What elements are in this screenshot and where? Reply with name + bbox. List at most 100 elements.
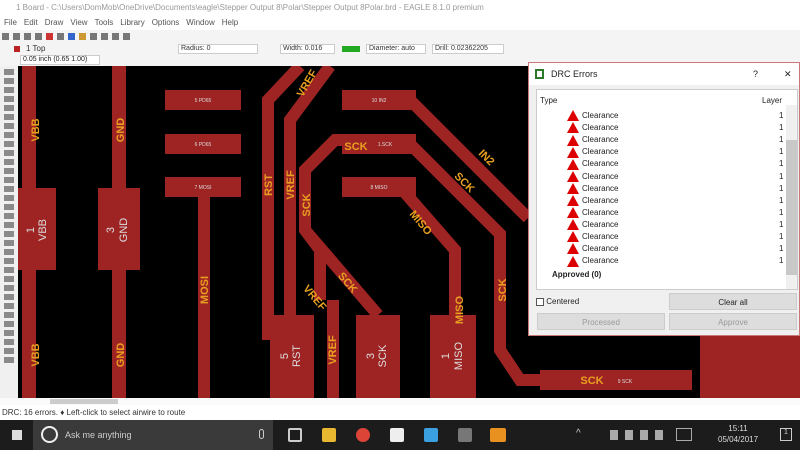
approved-group[interactable]: Approved (0) bbox=[552, 270, 602, 279]
menu-draw[interactable]: Draw bbox=[44, 18, 64, 27]
tool-icon[interactable] bbox=[4, 213, 14, 219]
eagle-taskbar-icon[interactable] bbox=[490, 428, 506, 442]
cortana-search-box[interactable]: Ask me anything bbox=[33, 420, 273, 450]
pad-7[interactable] bbox=[165, 177, 241, 197]
tool-icon[interactable] bbox=[4, 339, 14, 345]
diameter-field[interactable]: Diameter: auto bbox=[366, 44, 426, 54]
tool-icon[interactable] bbox=[123, 33, 130, 40]
help-button[interactable]: ? bbox=[753, 69, 759, 79]
component-pad-vbb[interactable] bbox=[18, 188, 56, 270]
tool-icon[interactable] bbox=[24, 33, 31, 40]
component-pad-gnd[interactable] bbox=[98, 188, 140, 270]
via-shape-icon[interactable] bbox=[342, 46, 360, 52]
pad-9[interactable] bbox=[342, 134, 416, 154]
approve-button[interactable]: Approve bbox=[669, 313, 797, 330]
tool-icon[interactable] bbox=[2, 33, 9, 40]
store-icon[interactable] bbox=[390, 428, 404, 442]
tool-icon[interactable] bbox=[4, 159, 14, 165]
checkbox-box[interactable] bbox=[536, 297, 544, 306]
menu-view[interactable]: View bbox=[70, 18, 88, 27]
scrollbar[interactable] bbox=[786, 105, 797, 289]
scrollbar-thumb[interactable] bbox=[786, 140, 797, 275]
tool-icon[interactable] bbox=[4, 249, 14, 255]
app-icon[interactable] bbox=[424, 428, 438, 442]
app-icon[interactable] bbox=[458, 428, 472, 442]
tool-icon[interactable] bbox=[4, 186, 14, 192]
chrome-icon[interactable] bbox=[356, 428, 370, 442]
tool-icon[interactable] bbox=[4, 357, 14, 363]
layer-select[interactable]: 1 Top bbox=[26, 44, 46, 53]
keyboard-icon[interactable] bbox=[676, 428, 692, 441]
clock[interactable]: 15:11 05/04/2017 bbox=[718, 423, 758, 445]
tool-icon[interactable] bbox=[4, 204, 14, 210]
menu-edit[interactable]: Edit bbox=[23, 18, 38, 27]
tool-icon[interactable] bbox=[4, 276, 14, 282]
close-button[interactable]: ✕ bbox=[784, 69, 792, 79]
trace-sck-diag[interactable] bbox=[300, 226, 383, 319]
tool-icon[interactable] bbox=[112, 33, 119, 40]
tool-icon[interactable] bbox=[90, 33, 97, 40]
component-pad-miso[interactable] bbox=[430, 315, 476, 398]
chevron-up-icon[interactable]: ^ bbox=[576, 428, 581, 439]
tool-icon[interactable] bbox=[4, 294, 14, 300]
scrollbar-thumb[interactable] bbox=[50, 399, 118, 404]
tool-icon[interactable] bbox=[4, 150, 14, 156]
drill-field[interactable]: Drill: 0.02362205 bbox=[432, 44, 504, 54]
tool-icon[interactable] bbox=[4, 231, 14, 237]
menu-library[interactable]: Library bbox=[120, 18, 145, 27]
menu-window[interactable]: Window bbox=[186, 18, 215, 27]
file-explorer-icon[interactable] bbox=[322, 428, 336, 442]
tool-icon[interactable] bbox=[68, 33, 75, 40]
tool-icon[interactable] bbox=[101, 33, 108, 40]
processed-button[interactable]: Processed bbox=[537, 313, 665, 330]
tool-icon[interactable] bbox=[79, 33, 86, 40]
clear-all-button[interactable]: Clear all bbox=[669, 293, 797, 310]
tool-icon[interactable] bbox=[4, 240, 14, 246]
trace-vref[interactable] bbox=[284, 66, 335, 340]
tool-icon[interactable] bbox=[57, 33, 64, 40]
trace-rst[interactable] bbox=[262, 66, 305, 340]
tool-icon[interactable] bbox=[4, 69, 14, 75]
menu-help[interactable]: Help bbox=[221, 18, 239, 27]
tool-icon[interactable] bbox=[4, 330, 14, 336]
tray-icons[interactable] bbox=[610, 430, 670, 440]
tool-icon[interactable] bbox=[4, 87, 14, 93]
windows-start-icon[interactable] bbox=[12, 430, 22, 440]
dialog-titlebar[interactable]: DRC Errors ? ✕ bbox=[529, 63, 799, 85]
tool-icon[interactable] bbox=[13, 33, 20, 40]
component-pad-sck[interactable] bbox=[356, 315, 400, 398]
tool-icon[interactable] bbox=[4, 96, 14, 102]
tool-icon[interactable] bbox=[46, 33, 53, 40]
tool-icon[interactable] bbox=[4, 123, 14, 129]
centered-checkbox[interactable]: Centered bbox=[536, 296, 579, 308]
radius-field[interactable]: Radius: 0 bbox=[178, 44, 258, 54]
microphone-icon[interactable] bbox=[259, 429, 264, 439]
menu-tools[interactable]: Tools bbox=[94, 18, 114, 27]
tool-icon[interactable] bbox=[4, 258, 14, 264]
pad-right[interactable] bbox=[700, 335, 800, 398]
width-field[interactable]: Width: 0.016 bbox=[280, 44, 335, 54]
trace-sck-left[interactable] bbox=[299, 134, 360, 300]
tool-icon[interactable] bbox=[4, 114, 14, 120]
menu-file[interactable]: File bbox=[4, 18, 17, 27]
tool-icon[interactable] bbox=[4, 105, 14, 111]
notification-icon[interactable]: 1 bbox=[780, 428, 792, 441]
pad-6[interactable] bbox=[165, 134, 241, 154]
tool-icon[interactable] bbox=[4, 222, 14, 228]
task-view-icon[interactable] bbox=[288, 428, 302, 442]
tool-icon[interactable] bbox=[4, 267, 14, 273]
tool-icon[interactable] bbox=[4, 141, 14, 147]
tool-icon[interactable] bbox=[4, 168, 14, 174]
pad-sck-bottom[interactable] bbox=[540, 370, 692, 390]
